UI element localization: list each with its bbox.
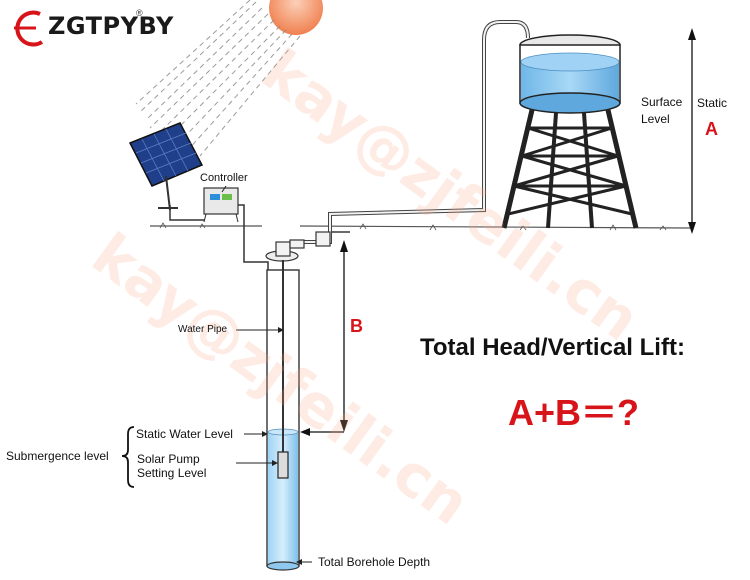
sun-rays [135,0,301,157]
surface-level-label: Surface Level [641,95,683,126]
water-tank-icon [519,34,621,114]
controller-label: Controller [200,172,248,184]
brand-registered-mark: ® [136,8,143,18]
well-head-icon [265,231,331,262]
submergence-brace [121,426,135,488]
dimension-b-label: B [350,316,363,336]
brand-logo-icon [14,10,44,47]
submergence-level-label: Submergence level [6,449,109,463]
solar-panel-icon [128,122,204,211]
static-water-level-label: Static Water Level [136,427,233,441]
ground-line [150,222,691,231]
pump-cable [238,204,269,272]
dimension-a-label: A [705,119,718,139]
formula-text: A+B＝? [508,392,640,433]
brand-logo-text: ZGTPYBY [48,12,174,40]
solar-pump-icon [277,451,289,479]
label-pointers [221,185,312,565]
static-label: Static [697,96,728,110]
controller-box-icon [203,187,239,223]
tower-braces [507,126,633,216]
water-pipe-label: Water Pipe [178,324,228,335]
borehole-depth-label: Total Borehole Depth [318,555,431,569]
tower-legs [501,109,639,229]
total-head-title: Total Head/Vertical Lift: [420,334,685,361]
dimension-arrow-a [688,28,696,234]
power-cable [169,205,205,221]
sun-icon [269,0,323,35]
dimension-arrow-b [300,231,350,436]
pump-setting-level-label: Solar Pump Setting Level [137,452,207,480]
